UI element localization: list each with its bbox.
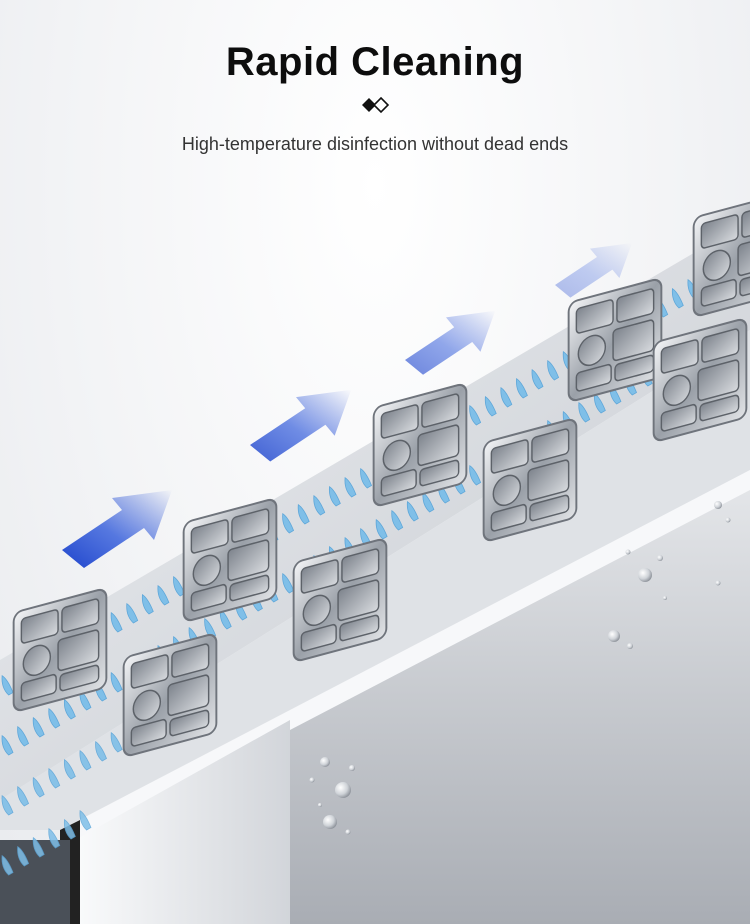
machine-end-cap [75, 720, 290, 924]
water-droplet-icon [320, 757, 330, 767]
water-droplet-icon [714, 501, 722, 509]
water-droplet-icon [608, 630, 620, 642]
page-title: Rapid Cleaning [225, 40, 525, 84]
flow-arrow-icon [405, 310, 496, 375]
water-droplet-icon [638, 568, 652, 582]
water-droplets [309, 501, 731, 835]
flow-arrow-icon [62, 490, 172, 568]
water-droplet-icon [335, 782, 351, 798]
diamond-divider-icon [362, 96, 390, 114]
water-droplet-icon [323, 815, 337, 829]
flow-arrow-icon [250, 389, 352, 462]
page-subtitle: High-temperature disinfection without de… [181, 134, 569, 154]
